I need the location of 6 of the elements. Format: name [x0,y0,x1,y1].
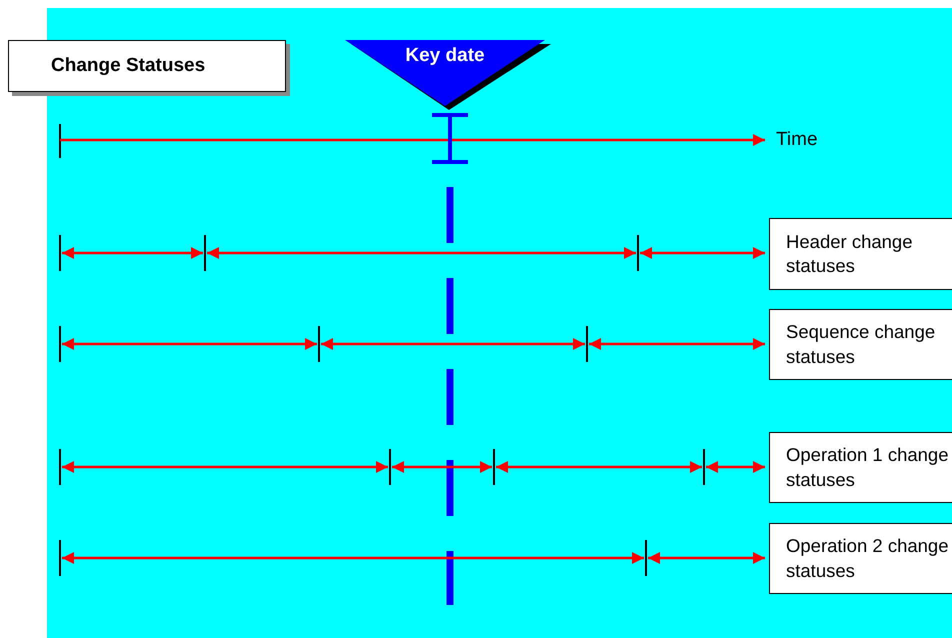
status-box: Operation 1 change statuses [769,432,952,503]
axis-label: Time [776,129,818,151]
marker-label: Key date [404,45,486,67]
status-box: Sequence change statuses [769,309,952,380]
status-box: Operation 2 change statuses [769,523,952,594]
status-box: Header change statuses [769,218,952,290]
